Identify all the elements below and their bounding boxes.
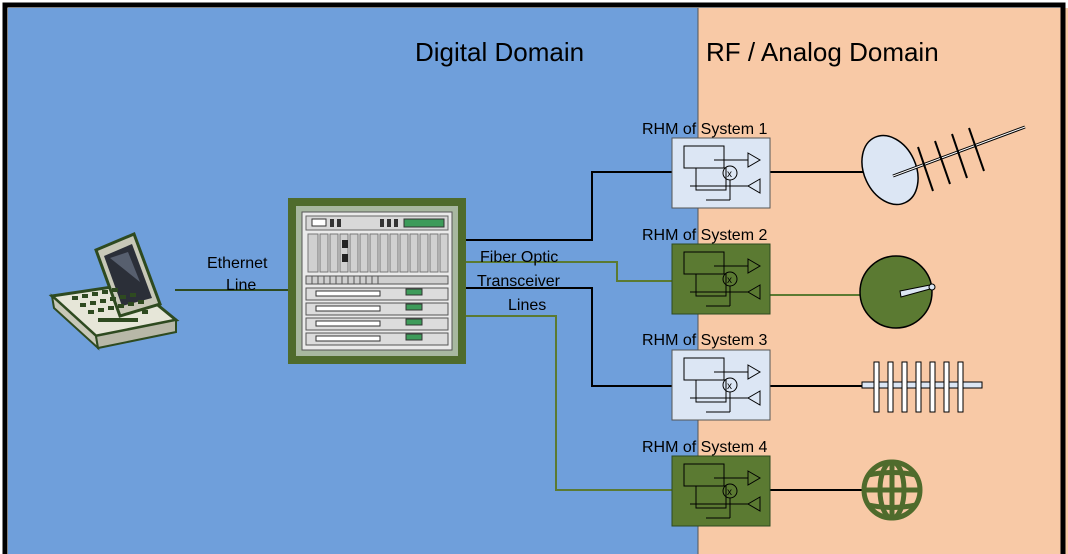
rhm-module-4: RHM of System 4 x bbox=[642, 439, 771, 527]
ethernet-label-line2: Line bbox=[226, 277, 256, 294]
dish-yagi-antenna-icon bbox=[861, 125, 1026, 206]
ethernet-label-line1: Ethernet bbox=[207, 255, 268, 272]
rf-domain-label: RF / Analog Domain bbox=[706, 37, 939, 67]
svg-text:x: x bbox=[727, 487, 732, 498]
svg-text:x: x bbox=[727, 169, 732, 180]
svg-text:x: x bbox=[727, 381, 732, 392]
fiber-label-line2: Transceiver bbox=[477, 273, 561, 290]
fiber-label-line1: Fiber Optic bbox=[480, 249, 558, 266]
rhm-module-3: RHM of System 3 x bbox=[642, 332, 771, 421]
dish-antenna-icon bbox=[859, 255, 936, 329]
fiber-line-1 bbox=[460, 171, 672, 241]
laptop-icon bbox=[48, 232, 180, 351]
globe-icon bbox=[861, 459, 923, 521]
digital-domain-label: Digital Domain bbox=[415, 37, 584, 67]
rhm-module-2: RHM of System 2 x bbox=[642, 227, 771, 315]
fiber-line-4 bbox=[460, 315, 672, 491]
rack-chassis bbox=[288, 198, 466, 364]
fiber-line-2 bbox=[460, 261, 672, 282]
rhm-label-2: RHM of System 2 bbox=[642, 227, 767, 244]
log-periodic-antenna-icon bbox=[861, 361, 983, 413]
svg-text:x: x bbox=[727, 275, 732, 286]
rhm-label-3: RHM of System 3 bbox=[642, 332, 767, 349]
rhm-label-4: RHM of System 4 bbox=[642, 439, 767, 456]
rhm-label-1: RHM of System 1 bbox=[642, 121, 767, 138]
fiber-label-line3: Lines bbox=[508, 297, 546, 314]
fiber-line-3 bbox=[460, 287, 672, 387]
rhm-module-1: RHM of System 1 x bbox=[642, 121, 771, 209]
connection-lines bbox=[175, 171, 870, 491]
